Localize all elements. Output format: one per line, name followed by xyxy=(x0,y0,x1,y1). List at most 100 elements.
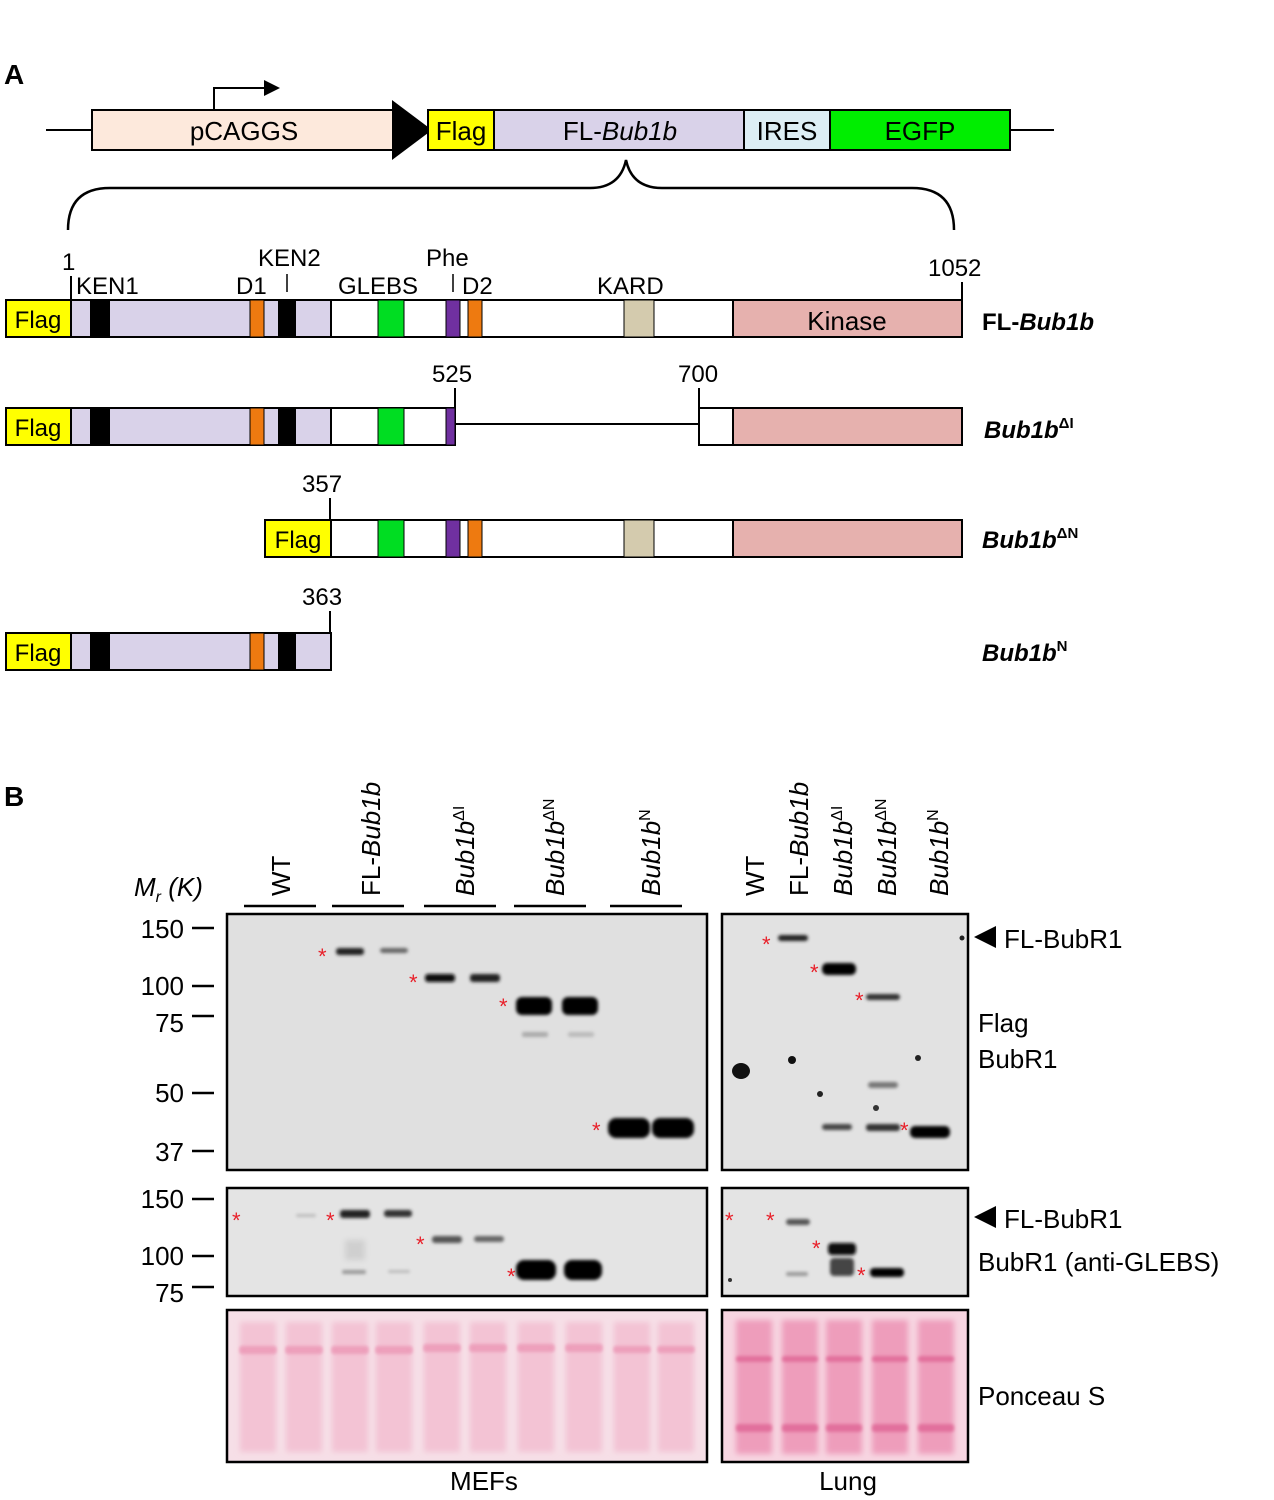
lane-header-di-lung: Bub1bΔI xyxy=(828,806,858,896)
d2-box xyxy=(467,299,483,338)
flag-tag-label: Flag xyxy=(15,307,62,334)
tissue-label-mefs: MEFs xyxy=(450,1466,518,1496)
kard-box xyxy=(623,299,655,338)
marker-100: 100 xyxy=(141,971,184,1001)
marker-75: 75 xyxy=(155,1008,184,1038)
markers-top: 150 100 75 50 37 xyxy=(141,914,214,1167)
marker-37: 37 xyxy=(155,1137,184,1167)
blot-flag-lung: * * * * xyxy=(720,912,970,1172)
egfp-label: EGFP xyxy=(885,116,956,146)
lane-header-wt-mefs: WT xyxy=(266,855,296,896)
band-asterisk: * xyxy=(766,1208,775,1233)
blot-flag-mefs: * * * * xyxy=(225,912,709,1172)
ken1-box xyxy=(90,300,110,337)
band-asterisk: * xyxy=(592,1118,601,1143)
flag-tag-label: Flag xyxy=(15,415,62,442)
construct-label-dn: Bub1bΔN xyxy=(982,525,1078,554)
band-asterisk: * xyxy=(409,970,418,995)
domain-label-phe: Phe xyxy=(426,245,469,272)
lane-header-wt-lung: WT xyxy=(740,855,770,896)
transcription-start-arrow-icon xyxy=(213,87,266,110)
ires-box xyxy=(743,109,831,151)
band-asterisk: * xyxy=(900,1118,909,1143)
blot-ponceau-mefs xyxy=(225,1308,709,1464)
blot-glebs-mefs: * * * * xyxy=(225,1186,709,1298)
band-asterisk: * xyxy=(855,988,864,1013)
band-asterisk: * xyxy=(416,1232,425,1257)
lane-header-n-lung: Bub1bN xyxy=(924,809,954,896)
band-asterisk: * xyxy=(762,932,771,957)
band-asterisk: * xyxy=(812,1236,821,1261)
band-asterisk: * xyxy=(857,1263,866,1288)
flag-tag-label: Flag xyxy=(15,640,62,667)
markers-mid: 150 100 75 xyxy=(141,1184,214,1308)
blot-ponceau-lung xyxy=(720,1308,970,1464)
construct-fl-bub1b: Flag Kinase xyxy=(5,299,963,338)
tissue-label-lung: Lung xyxy=(819,1466,877,1496)
marker-50: 50 xyxy=(155,1078,184,1108)
d1-box xyxy=(249,299,265,338)
construct-label-di: Bub1bΔI xyxy=(984,415,1074,444)
band-asterisk: * xyxy=(499,994,508,1019)
coord-525: 525 xyxy=(432,361,472,388)
ires-label: IRES xyxy=(757,116,818,146)
coord-357: 357 xyxy=(302,471,342,498)
coord-start: 1 xyxy=(62,249,75,276)
vector-flag-label: Flag xyxy=(436,116,487,146)
domain-label-d2: D2 xyxy=(462,273,493,300)
construct-bub1b-n: Flag xyxy=(5,632,332,671)
kinase-label: Kinase xyxy=(807,306,887,336)
blot-glebs-lung: * * * * xyxy=(720,1186,970,1298)
phe-box xyxy=(445,299,461,338)
coord-end: 1052 xyxy=(928,255,981,282)
band-asterisk: * xyxy=(318,944,327,969)
expansion-brace xyxy=(66,159,956,231)
domain-label-glebs: GLEBS xyxy=(338,273,418,300)
construct-label-fl: FL-Bub1b xyxy=(982,309,1094,336)
promoter-arrowhead-icon xyxy=(392,100,432,160)
domain-label-kard: KARD xyxy=(597,273,664,300)
panel-b-label: B xyxy=(4,781,24,812)
glebs-box xyxy=(377,299,405,338)
flag-tag-label: Flag xyxy=(275,527,322,554)
domain-label-ken2: KEN2 xyxy=(258,245,321,272)
ken2-box xyxy=(278,300,296,337)
coord-363: 363 xyxy=(302,584,342,611)
arrowhead-left-icon xyxy=(974,926,996,948)
promoter-label: pCAGGS xyxy=(190,116,298,146)
vector-map: pCAGGS Flag FL-Bub1b IRES EGFP xyxy=(46,80,1054,160)
lane-header-di-mefs: Bub1bΔI xyxy=(450,806,480,896)
band-asterisk: * xyxy=(507,1264,516,1289)
label-ponceau: Ponceau S xyxy=(978,1381,1105,1411)
label-bubr1: BubR1 xyxy=(978,1044,1058,1074)
insert-box xyxy=(493,109,745,151)
lane-header-fl-lung: FL-Bub1b xyxy=(784,782,814,896)
marker-150: 150 xyxy=(141,914,184,944)
label-fl-bubr1: FL-BubR1 xyxy=(1004,924,1123,954)
marker-75: 75 xyxy=(155,1278,184,1308)
band-asterisk: * xyxy=(810,960,819,985)
panel-a-label: A xyxy=(4,59,24,90)
label-fl-bubr1: FL-BubR1 xyxy=(1004,1204,1123,1234)
construct-label-n: Bub1bN xyxy=(982,638,1068,667)
transcription-arrowhead-icon xyxy=(264,80,280,96)
construct-bub1b-dn: Flag xyxy=(264,519,963,558)
insert-label: FL-Bub1b xyxy=(563,116,677,146)
marker-100: 100 xyxy=(141,1241,184,1271)
construct-bub1b-di: Flag xyxy=(5,407,963,446)
lane-header-fl-mefs: FL-Bub1b xyxy=(356,782,386,896)
domain-label-ken1: KEN1 xyxy=(76,273,139,300)
lane-header-dn-lung: Bub1bΔN xyxy=(872,799,902,896)
mr-axis-label: Mr (K) xyxy=(134,872,203,906)
egfp-box xyxy=(829,109,1011,151)
band-asterisk: * xyxy=(725,1208,734,1233)
coord-700: 700 xyxy=(678,361,718,388)
arrowhead-left-icon xyxy=(974,1206,996,1228)
band-asterisk: * xyxy=(326,1208,335,1233)
domain-label-d1: D1 xyxy=(236,273,267,300)
lane-header-n-mefs: Bub1bN xyxy=(636,809,666,896)
lane-header-dn-mefs: Bub1bΔN xyxy=(540,799,570,896)
label-flag: Flag xyxy=(978,1008,1029,1038)
label-anti-glebs: BubR1 (anti-GLEBS) xyxy=(978,1247,1219,1277)
